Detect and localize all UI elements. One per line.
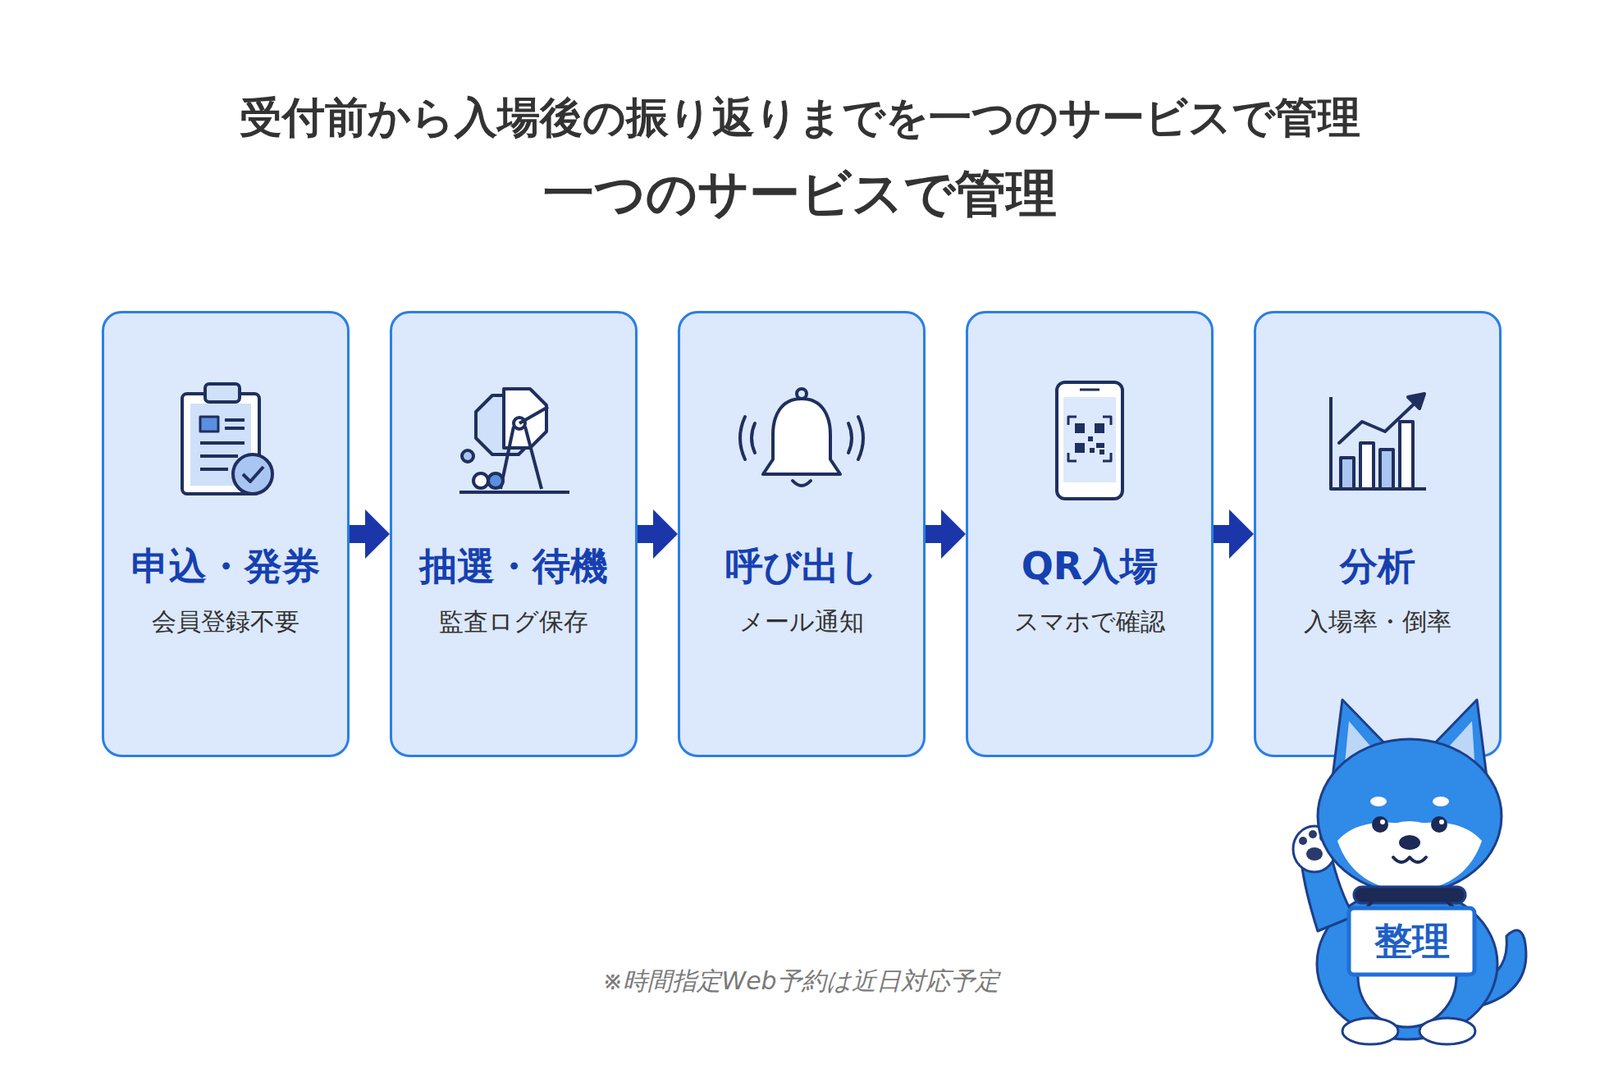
arrow-shaft [1213, 525, 1231, 544]
step-detail: 会員登録不要 [151, 605, 300, 639]
arrow-head [653, 509, 678, 559]
step-detail: スマホで確認 [1014, 605, 1166, 639]
phone-qr-icon [1056, 382, 1123, 499]
step-heading: 呼び出し [725, 543, 878, 590]
lottery-icon [459, 388, 570, 493]
shiba-mascot [1263, 693, 1551, 1047]
step-heading: QR入場 [1021, 543, 1159, 590]
process-box: 申込・発券会員登録不要 [101, 310, 350, 758]
flow-arrow [1213, 509, 1254, 559]
step-detail: メール通知 [739, 605, 864, 639]
arrow-head [1229, 509, 1254, 559]
bell-icon [740, 388, 864, 486]
diagram-title: 受付前から入場後の振り返りまでを一つのサービスで管理 [0, 91, 1600, 143]
arrow-head [941, 509, 966, 559]
flow-arrow [637, 509, 678, 559]
arrow-shaft [925, 525, 943, 544]
sign-label: 整理 [1348, 908, 1475, 975]
chart-icon [1330, 393, 1427, 490]
arrow-shaft [349, 525, 367, 544]
step-detail: 監査ログ保存 [438, 605, 589, 639]
step-heading: 抽選・待機 [419, 543, 608, 590]
arrow-head [365, 509, 390, 559]
process-box: 抽選・待機監査ログ保存 [389, 310, 638, 758]
subtitle-label: 一つのサービスで管理 [0, 164, 1600, 224]
process-box: QR入場スマホで確認 [965, 310, 1214, 758]
flow-arrow [925, 509, 966, 559]
footnote-label: ※時間指定Web予約は近日対応予定 [390, 964, 1212, 998]
process-box: 呼び出しメール通知 [677, 310, 926, 758]
flow-arrow [349, 509, 390, 559]
arrow-shaft [637, 525, 655, 544]
process-box: 分析入場率・倒率 [1253, 310, 1502, 758]
step-heading: 分析 [1339, 543, 1416, 590]
clipboard-icon [182, 384, 273, 494]
step-detail: 入場率・倒率 [1303, 605, 1452, 639]
step-heading: 申込・発券 [131, 543, 320, 590]
